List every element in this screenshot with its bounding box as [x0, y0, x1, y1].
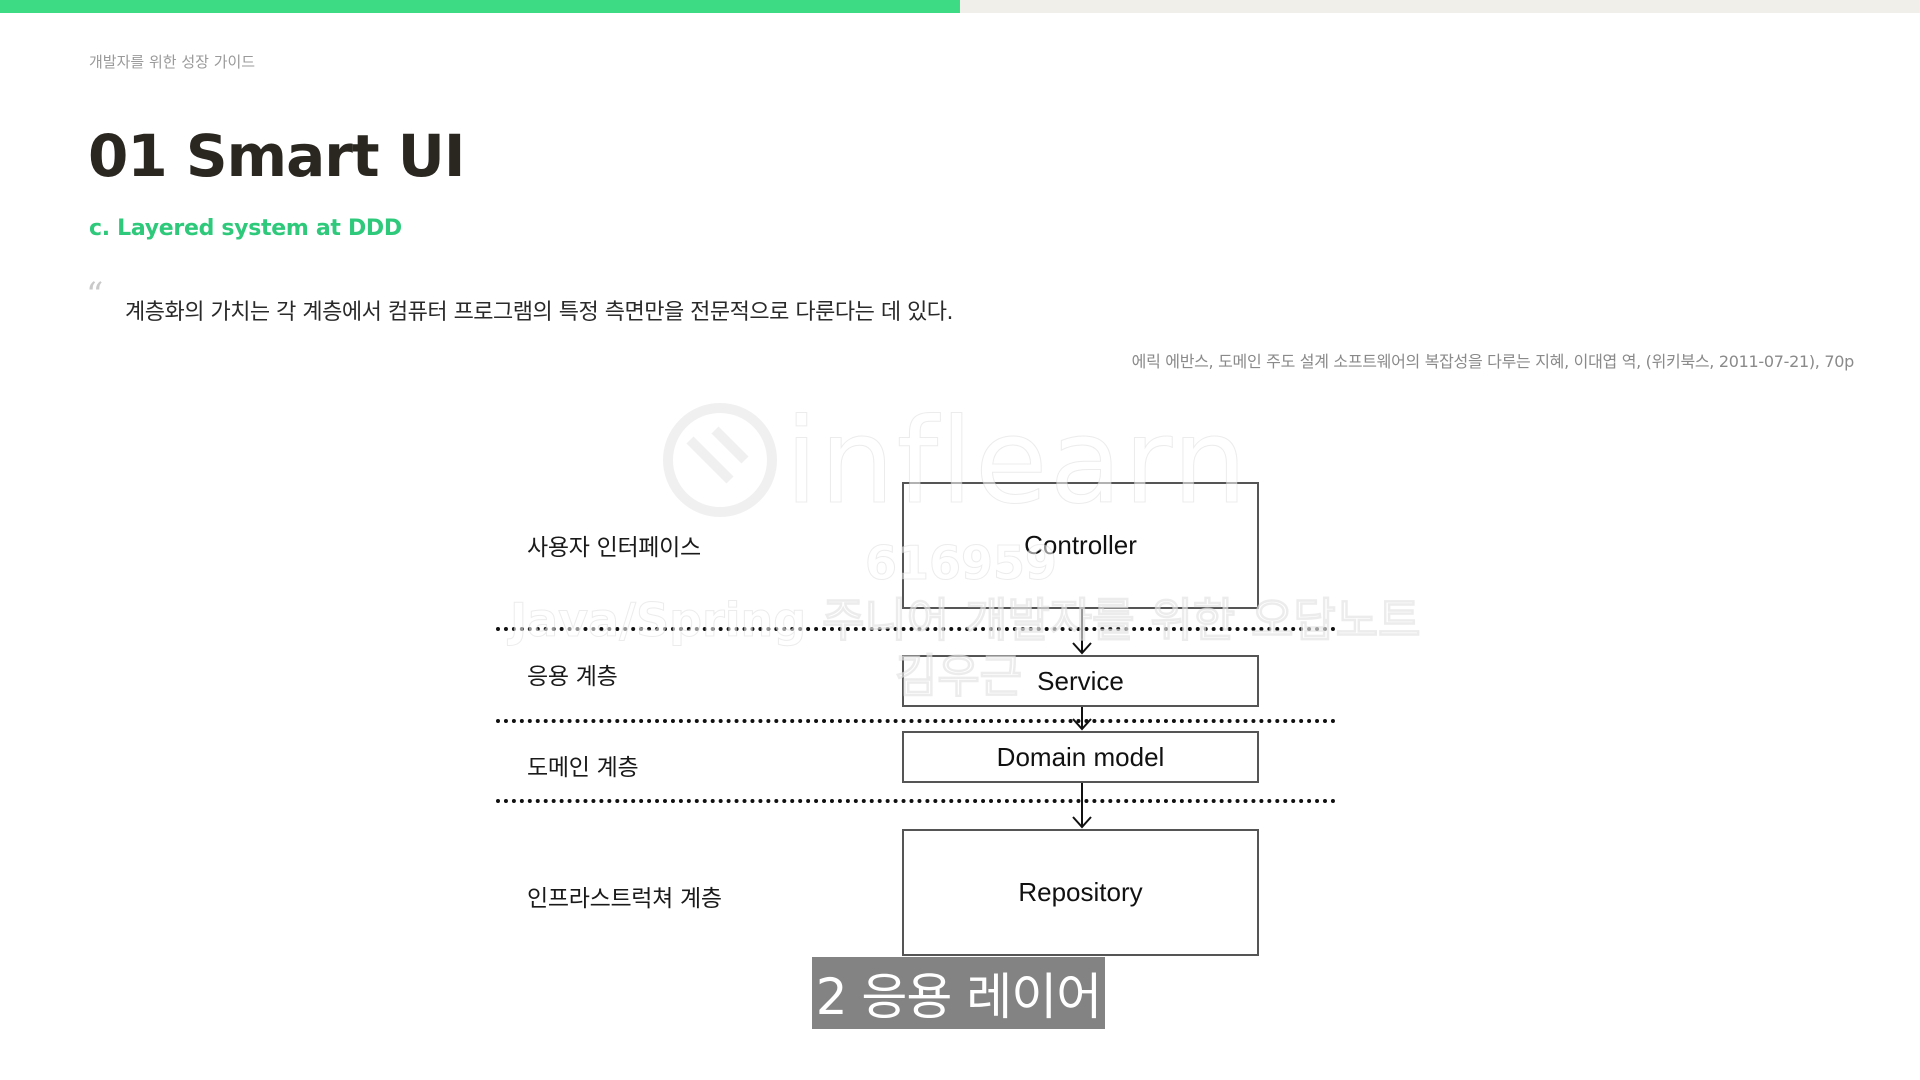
layer-label-domain: 도메인 계층 [527, 755, 639, 781]
arrow-head [1072, 816, 1092, 829]
domain-model-box: Domain model [902, 731, 1259, 783]
quote-mark-icon: “ [86, 275, 104, 315]
layer-label-infrastructure: 인프라스트럭쳐 계층 [527, 886, 722, 912]
quote-text: 계층화의 가치는 각 계층에서 컴퓨터 프로그램의 특정 측면만을 전문적으로 … [125, 300, 954, 325]
page-title: 01 Smart UI [88, 122, 465, 190]
video-caption: 2 응용 레이어 [812, 957, 1105, 1029]
layer-separator [496, 719, 1336, 723]
controller-box: Controller [902, 482, 1259, 609]
inflearn-logo-icon [663, 403, 777, 517]
layer-separator [496, 799, 1336, 803]
breadcrumb: 개발자를 위한 성장 가이드 [89, 53, 256, 71]
progress-fill [0, 0, 960, 13]
layer-separator [496, 627, 1336, 631]
repository-box: Repository [902, 829, 1259, 956]
progress-track [0, 0, 1920, 13]
arrow-head [1072, 642, 1092, 655]
service-box: Service [902, 655, 1259, 707]
section-subtitle: c. Layered system at DDD [89, 216, 402, 241]
layer-label-application: 응용 계층 [527, 664, 618, 690]
quote-citation: 에릭 에반스, 도메인 주도 설계 소프트웨어의 복잡성을 다루는 지혜, 이대… [1131, 352, 1855, 371]
layer-label-ui: 사용자 인터페이스 [527, 535, 701, 561]
